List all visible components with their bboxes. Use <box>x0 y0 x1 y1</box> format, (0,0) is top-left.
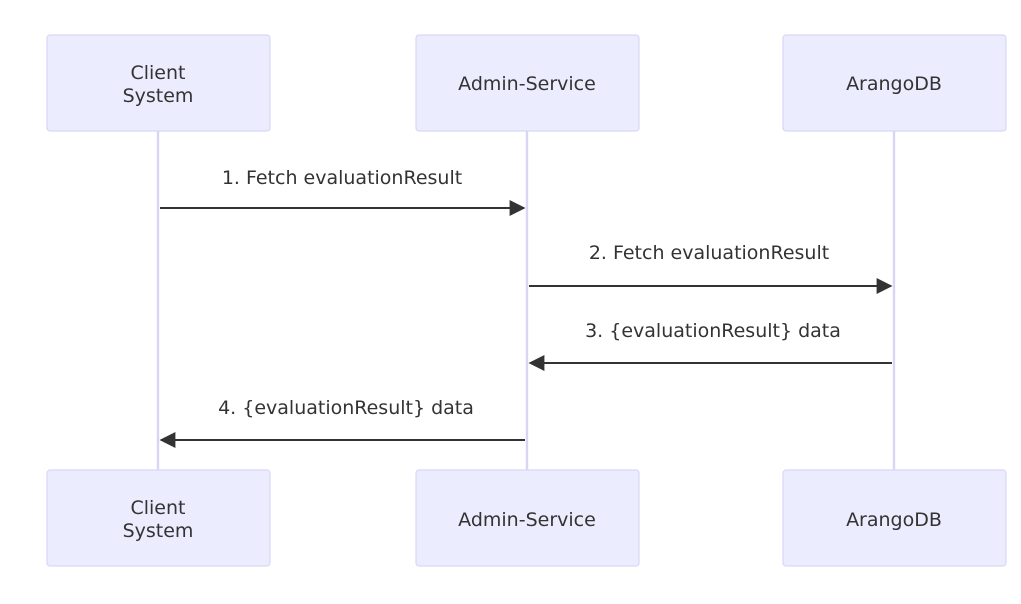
message-2: 2. Fetch evaluationResult <box>529 242 893 294</box>
message-1: 1. Fetch evaluationResult <box>160 167 526 216</box>
actor-top-arangodb: ArangoDB <box>782 34 1007 132</box>
message-2-label: 2. Fetch evaluationResult <box>589 242 829 264</box>
actor-top-client-system: Client System <box>46 34 271 132</box>
actor-bottom-admin-service: Admin-Service <box>415 469 640 567</box>
actor-top-client-label-line2: System <box>123 85 194 107</box>
message-4-label: 4. {evaluationResult} data <box>218 397 474 419</box>
message-4: 4. {evaluationResult} data <box>159 397 525 448</box>
actor-top-admin-service: Admin-Service <box>415 34 640 132</box>
actor-bottom-arangodb: ArangoDB <box>782 469 1007 567</box>
actor-bottom-arango-label: ArangoDB <box>846 509 942 531</box>
message-3-label: 3. {evaluationResult} data <box>585 320 841 342</box>
actor-bottom-admin-label: Admin-Service <box>458 509 596 531</box>
message-1-label: 1. Fetch evaluationResult <box>222 167 462 189</box>
actor-bottom-client-label-line2: System <box>123 520 194 542</box>
message-3: 3. {evaluationResult} data <box>528 320 892 371</box>
actor-bottom-client-system: Client System <box>46 469 271 567</box>
actor-top-client-label-line1: Client <box>130 62 185 84</box>
actor-top-admin-label: Admin-Service <box>458 73 596 95</box>
actor-top-arango-label: ArangoDB <box>846 73 942 95</box>
actor-bottom-client-label-line1: Client <box>130 497 185 519</box>
